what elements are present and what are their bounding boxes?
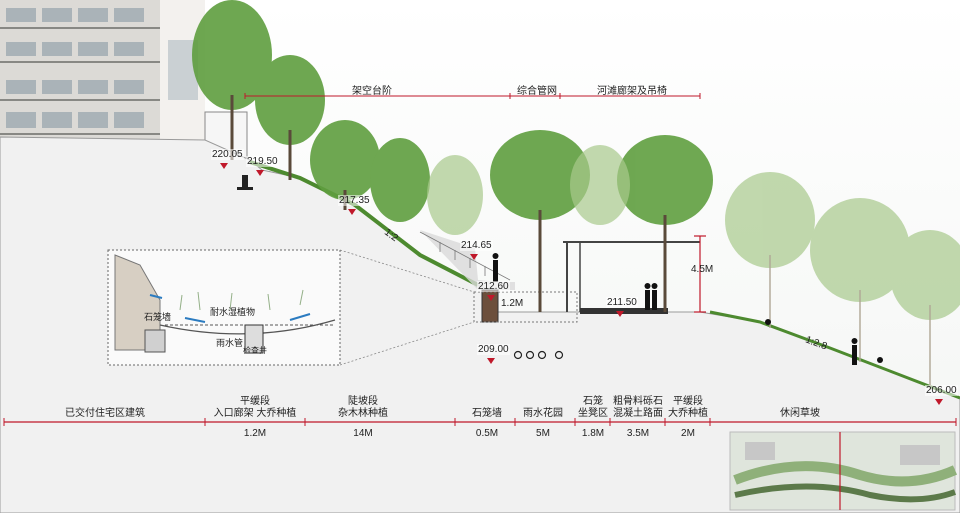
elevation-marker: [256, 170, 264, 176]
detail-rain-pipe: 雨水管: [216, 338, 244, 348]
segment-tree-flat: 平缓段大乔种植: [668, 396, 708, 419]
segment-entry-flat-width: 1.2M: [243, 428, 267, 439]
elevation-212-60: 212.60: [477, 281, 510, 292]
segment-steep-slope: 陡坡段杂木林种植: [338, 396, 388, 419]
label-utility-network: 综合管网: [517, 86, 557, 97]
segment-residential: 已交付住宅区建筑: [65, 408, 145, 419]
drain-pipes: [513, 350, 564, 360]
grass-line-right: [709, 310, 960, 400]
residential-building: [0, 0, 248, 159]
label-elevated-steps: 架空台阶: [352, 86, 392, 97]
elevation-marker: [935, 399, 943, 405]
segment-rain-garden-width: 5M: [536, 428, 550, 439]
segment-gravel-road-width: 3.5M: [626, 428, 650, 439]
elevation-marker: [487, 295, 495, 301]
label-riverside-pavilion: 河滩廊架及吊椅: [597, 86, 667, 97]
trees: [192, 0, 960, 390]
wall-height-dim: 1.2M: [501, 298, 524, 309]
elevation-marker: [616, 311, 624, 317]
pavilion-height-dim: 4.5M: [691, 264, 714, 275]
detail-stone-cage-wall: 石笼墙: [144, 312, 172, 322]
elevation-206-00: 206.00: [925, 385, 958, 396]
elevation-marker: [487, 358, 495, 364]
rain-garden-box: [473, 291, 578, 323]
segment-seating: 石笼坐凳区: [578, 396, 608, 419]
elevation-220-05: 220.05: [211, 149, 244, 160]
segment-tree-flat-width: 2M: [681, 428, 695, 439]
segment-leisure-lawn: 休闲草坡: [780, 408, 820, 419]
pavilion: [563, 241, 700, 314]
site-plan-inset: [729, 431, 958, 511]
elevation-marker: [470, 254, 478, 260]
elevation-marker: [220, 163, 228, 169]
elevation-219-50: 219.50: [246, 156, 279, 167]
people: [492, 253, 883, 365]
detail-inset: [107, 249, 341, 366]
elevation-marker: [348, 209, 356, 215]
segment-stone-cage-wall: 石笼墙: [472, 408, 502, 419]
elevation-209-00: 209.00: [477, 344, 510, 355]
elevation-214-65: 214.65: [460, 240, 493, 251]
entry-post: [242, 175, 248, 189]
segment-entry-flat: 平缓段入口廊架 大乔种植: [213, 396, 297, 419]
detail-inspection-well: 检查井: [243, 346, 267, 355]
segment-stone-cage-wall-width: 0.5M: [475, 428, 499, 439]
elevation-211-50: 211.50: [606, 297, 638, 308]
segment-rain-garden: 雨水花园: [523, 408, 563, 419]
detail-wet-plants: 耐水湿植物: [210, 307, 256, 317]
segment-gravel-road: 粗骨料砾石混凝土路面: [613, 396, 663, 419]
elevation-217-35: 217.35: [338, 195, 371, 206]
segment-seating-width: 1.8M: [581, 428, 605, 439]
segment-steep-slope-width: 14M: [353, 428, 373, 439]
